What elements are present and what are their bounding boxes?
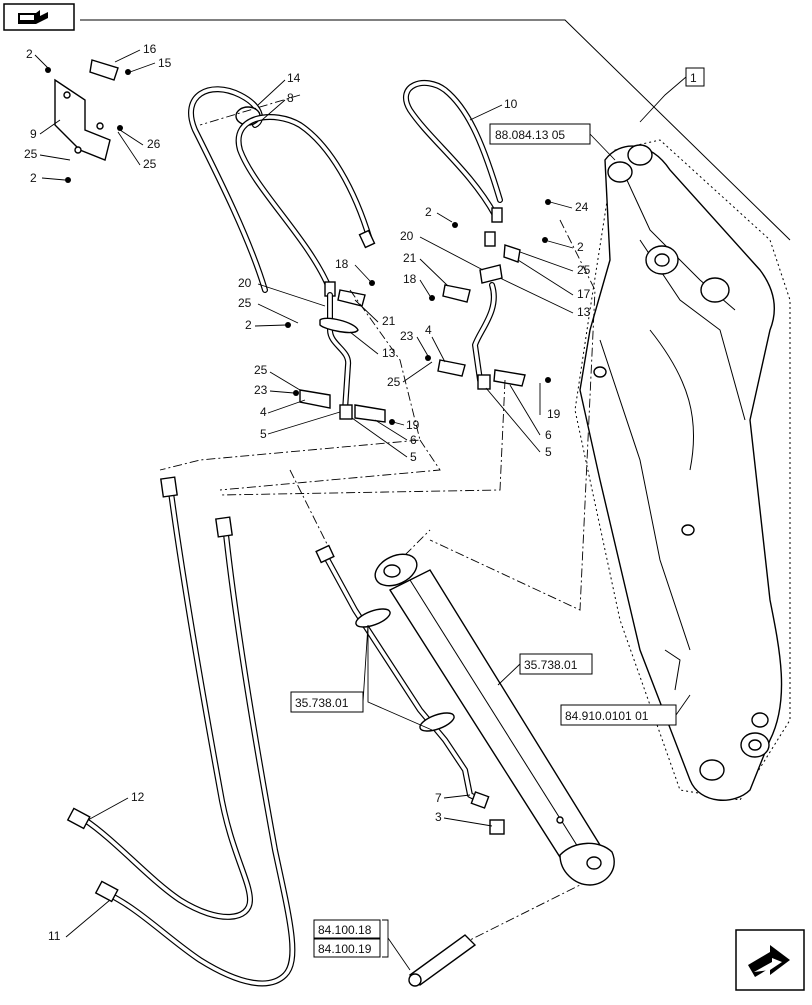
callout-21: 21 [382, 314, 396, 328]
callout-20: 20 [238, 276, 252, 290]
callout-25: 25 [387, 375, 401, 389]
callout-13: 13 [577, 305, 591, 319]
callout-12: 12 [131, 790, 145, 804]
callout-5: 5 [410, 450, 417, 464]
callout-11: 11 [48, 929, 61, 943]
callout-25: 25 [24, 147, 38, 161]
callout-20: 20 [400, 229, 414, 243]
left-tube-assembly [285, 280, 395, 425]
reference-tube[interactable]: 35.738.01 [290, 624, 433, 731]
reference-label: 84.100.19 [318, 942, 372, 956]
reference-label: 35.738.01 [295, 696, 349, 710]
callout-2: 2 [30, 171, 37, 185]
next-page-arrow-icon[interactable] [735, 929, 805, 991]
callout-19: 19 [547, 407, 561, 421]
callout-4: 4 [260, 405, 267, 419]
callout-5: 5 [260, 427, 267, 441]
reference-arm[interactable]: 84.910.0101 01 [560, 694, 691, 726]
callout-7: 7 [435, 791, 442, 805]
reference-pin[interactable]: 84.100.18 84.100.19 [313, 919, 411, 971]
callout-16: 16 [143, 42, 157, 56]
callout-3: 3 [435, 810, 442, 824]
book-arrow-icon[interactable] [3, 3, 75, 31]
callout-17: 17 [577, 287, 591, 301]
callout-2: 2 [26, 47, 33, 61]
reference-label: 84.100.18 [318, 923, 372, 937]
callout-21: 21 [403, 251, 417, 265]
right-tube-assembly [425, 199, 551, 390]
long-hose-12 [66, 476, 253, 920]
callout-25: 25 [238, 296, 252, 310]
callout-labels: 2 16 15 9 25 2 26 25 14 8 10 2 24 2 25 1… [24, 42, 591, 943]
callout-26: 26 [147, 137, 161, 151]
callout-1: 1 [639, 67, 705, 123]
reference-boom[interactable]: 88.084.13 05 [489, 123, 616, 161]
item-1-frame [80, 19, 791, 241]
callout-6: 6 [410, 433, 417, 447]
loader-arm [574, 139, 791, 801]
bracket-9 [45, 59, 131, 183]
callout-4: 4 [425, 323, 432, 337]
reference-label: 84.910.0101 01 [565, 709, 649, 723]
callout-18: 18 [403, 272, 417, 286]
hose-10 [402, 79, 503, 247]
callout-8: 8 [287, 91, 294, 105]
callout-9: 9 [30, 127, 37, 141]
callout-2: 2 [245, 318, 252, 332]
callout-18: 18 [335, 257, 349, 271]
callout-6: 6 [545, 428, 552, 442]
callout-23: 23 [400, 329, 414, 343]
callout-24: 24 [575, 200, 589, 214]
long-hose-11 [94, 516, 296, 987]
callout-2: 2 [425, 205, 432, 219]
callout-25: 25 [254, 363, 268, 377]
routing-lines [159, 94, 596, 961]
reference-label: 88.084.13 05 [495, 128, 565, 142]
callout-25: 25 [143, 157, 157, 171]
callout-14: 14 [287, 71, 301, 85]
pin [408, 934, 477, 987]
callout-10: 10 [504, 97, 518, 111]
reference-label: 35.738.01 [524, 658, 578, 672]
callout-23: 23 [254, 383, 268, 397]
reference-cylinder[interactable]: 35.738.01 [497, 653, 593, 686]
callout-15: 15 [158, 56, 172, 70]
callout-2: 2 [577, 240, 584, 254]
callout-13: 13 [382, 346, 396, 360]
callout-19: 19 [406, 418, 420, 432]
callout-5: 5 [545, 445, 552, 459]
hydraulic-cylinder [374, 553, 615, 886]
callout-label: 1 [690, 71, 697, 85]
callout-25: 25 [577, 263, 591, 277]
